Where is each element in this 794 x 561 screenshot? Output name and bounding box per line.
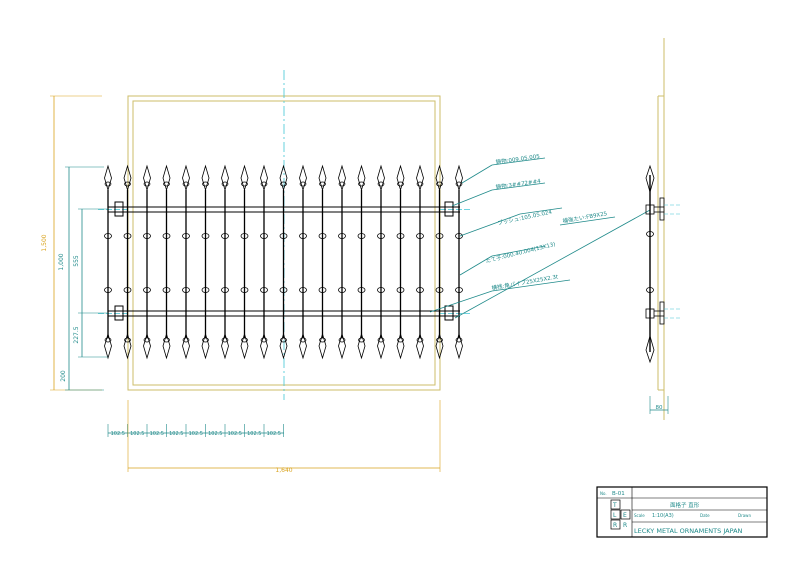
spacing-label: 102.5 <box>228 431 242 437</box>
tb-logo-l: L <box>613 512 617 519</box>
spacing-label: 102.5 <box>247 431 261 437</box>
picket <box>104 164 112 360</box>
picket <box>240 164 249 360</box>
spacing-label: 102.5 <box>189 431 203 437</box>
callout-4: たて子:000.40.004(13X13) <box>485 241 556 265</box>
spacing-labels: 102.5 102.5 102.5 102.5 102.5 102.5 102.5 102.5… <box>111 431 281 437</box>
callout-6: 補強たい:FB9X25 <box>562 209 608 225</box>
tb-no-label: No. <box>600 491 607 496</box>
tb-logo-e: E <box>623 512 627 519</box>
left-dimensions <box>50 95 108 391</box>
picket <box>377 164 385 360</box>
tb-date-label: Date <box>700 513 710 518</box>
side-view <box>645 38 680 420</box>
picket <box>221 164 229 360</box>
dim-left-low: 227.5 <box>73 326 80 343</box>
dim-left-outer: 1,500 <box>41 234 48 251</box>
tb-scale-value: 1:10(A3) <box>652 513 674 519</box>
callout-5: 横桟:角パイプ25X25X2.3t <box>491 272 559 292</box>
callout-leaders <box>429 157 651 319</box>
tb-company: LECKY METAL ORNAMENTS JAPAN <box>634 527 743 535</box>
picket <box>201 164 210 360</box>
callout-3: ブッシュ:105.05.024 <box>497 208 553 227</box>
tb-no-value: B-01 <box>612 491 625 497</box>
spacing-label: 102.5 <box>130 431 144 437</box>
spacing-label: 102.5 <box>150 431 164 437</box>
picket <box>279 164 288 360</box>
picket <box>123 164 132 360</box>
picket <box>338 164 346 360</box>
picket <box>435 164 444 360</box>
picket <box>260 164 268 360</box>
tb-logo-r: R <box>613 522 617 529</box>
dim-left-inner: 555 <box>73 255 80 267</box>
tb-logo-r2: R <box>623 522 627 529</box>
dim-left-mid: 1,000 <box>58 253 65 270</box>
spacing-label: 102.5 <box>169 431 183 437</box>
picket <box>357 164 366 360</box>
picket <box>162 164 171 360</box>
tb-logo-t: T <box>612 502 617 509</box>
dim-bottom-width: 1,640 <box>275 467 292 474</box>
picket <box>299 164 307 360</box>
callout-1: 鋳物:009.05.005 <box>495 152 541 166</box>
brackets <box>114 201 454 321</box>
tb-drawn-label: Drawn <box>738 513 751 518</box>
picket <box>318 164 327 360</box>
pickets <box>104 164 463 360</box>
tb-title: 面格子 直形 <box>670 501 700 509</box>
dim-left-base: 200 <box>60 370 67 382</box>
callout-labels: 鋳物:009.05.005 鋳物:3##72##4 ブッシュ:105.05.02… <box>485 152 608 292</box>
spacing-label: 102.5 <box>267 431 281 437</box>
tb-scale-label: Scale <box>634 513 645 518</box>
side-dim-depth: 80 <box>656 405 663 411</box>
callout-2: 鋳物:3##72##4 <box>495 177 541 191</box>
spacing-label: 102.5 <box>208 431 222 437</box>
overall-width-dimension <box>127 400 441 472</box>
bottom-spacing-dimension <box>107 424 284 437</box>
picket <box>182 164 190 360</box>
picket <box>143 164 151 360</box>
picket <box>396 164 405 360</box>
title-block <box>596 486 768 538</box>
spacing-label: 102.5 <box>111 431 125 437</box>
picket <box>416 164 424 360</box>
picket <box>455 164 463 360</box>
